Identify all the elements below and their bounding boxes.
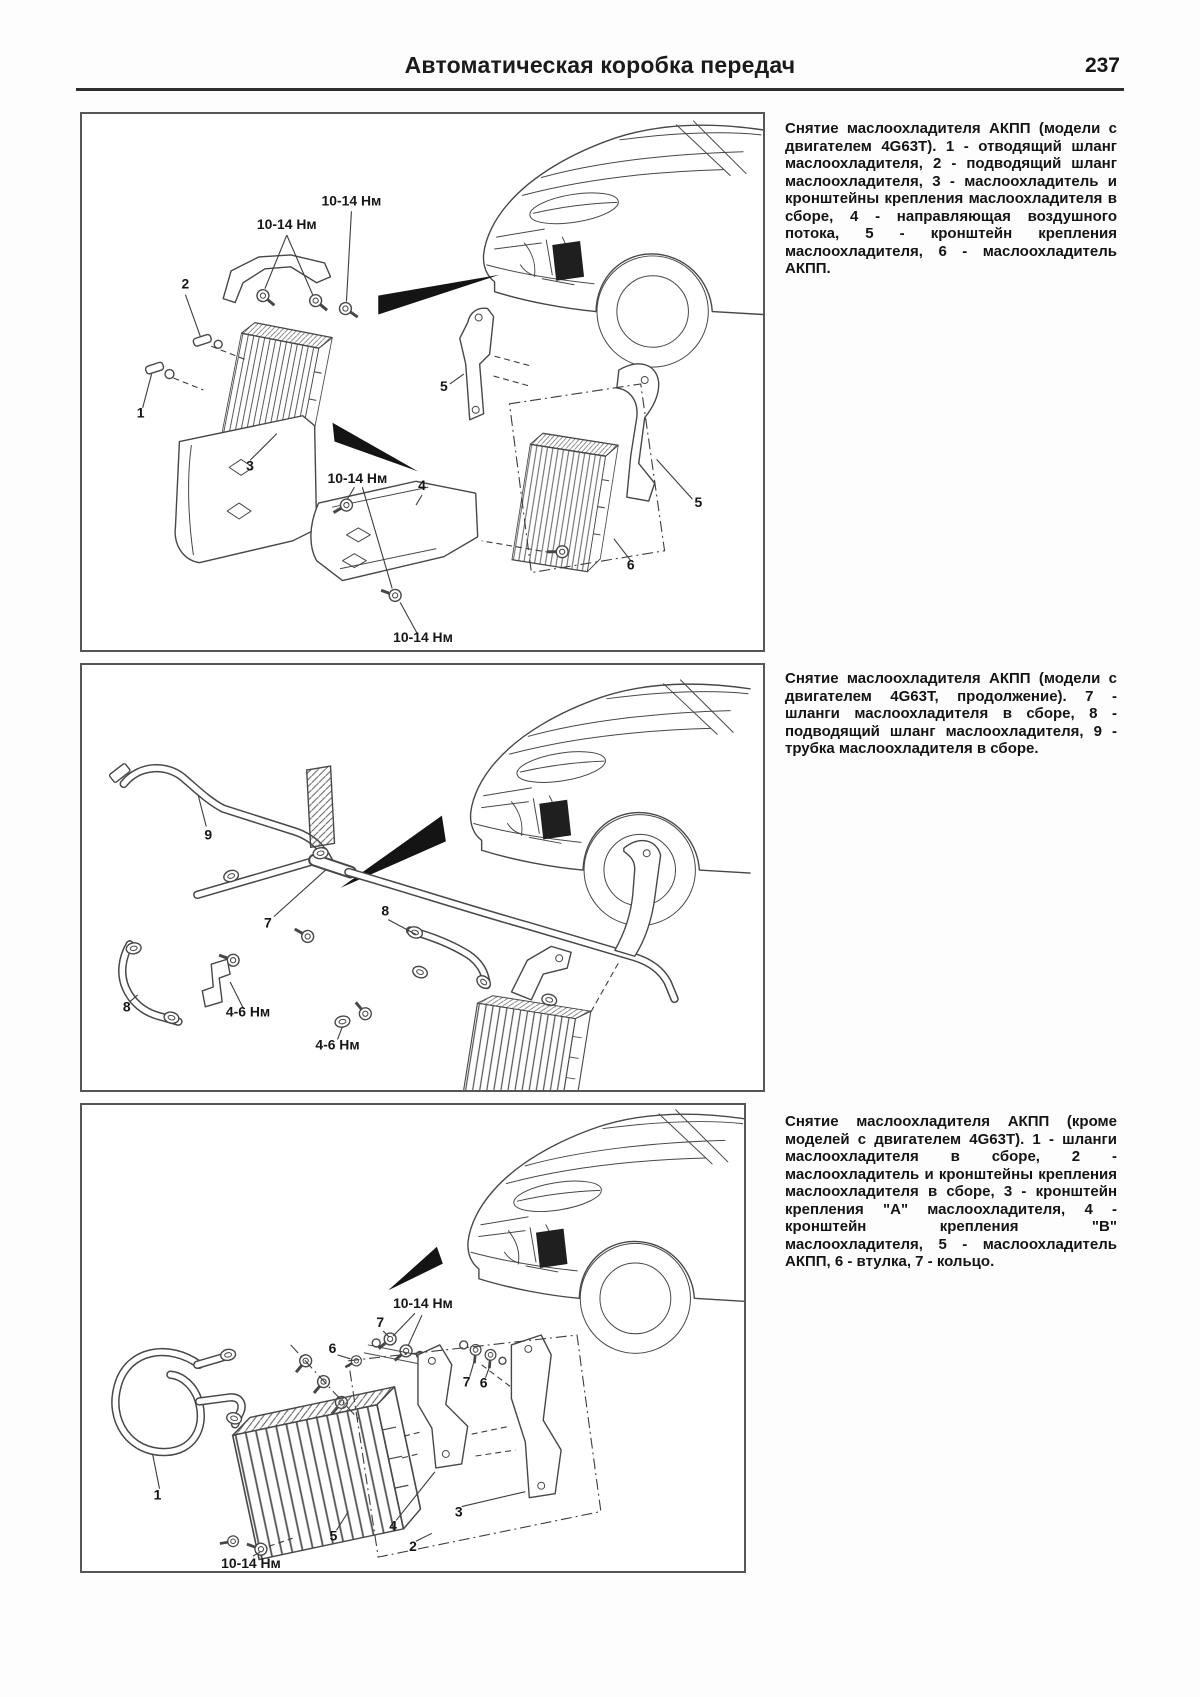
washer (498, 1356, 507, 1365)
figure-caption-1: Снятие маслоохладителя АКПП (модели с дв… (785, 120, 1117, 277)
diagram-label: 7 (264, 915, 272, 931)
diagram-oil-cooler-removal-1: 10-14 Нм 10-14 Нм 2 1 3 5 10-14 Нм 4 5 6 10-14 Нм (137, 120, 763, 645)
bolt (253, 285, 280, 312)
diagram-label: 6 (627, 557, 635, 573)
bolt (307, 1371, 334, 1399)
leader-lines (152, 1312, 526, 1557)
bracket (459, 307, 495, 421)
diagram-label: 3 (455, 1503, 463, 1519)
figure-caption-2: Снятие маслоохладителя АКПП (модели с дв… (785, 670, 1117, 757)
hose-fitting (144, 361, 165, 375)
bracket (614, 839, 662, 957)
cooler-and-brackets (217, 1334, 602, 1561)
diagram-label: 7 (376, 1314, 384, 1330)
diagram-label: 6 (329, 1340, 337, 1356)
cooler-assembly-left (144, 254, 363, 564)
diagram-label: 1 (154, 1487, 162, 1503)
diagram-label: 10-14 Нм (328, 470, 388, 486)
diagram-label: 10-14 Нм (257, 216, 317, 232)
diagram-label: 4 (389, 1517, 397, 1533)
bracket (616, 363, 660, 502)
figure-caption-3: Снятие маслоохладителя АКПП (кроме модел… (785, 1113, 1117, 1270)
location-arrow (388, 1246, 443, 1291)
diagram-label: 1 (137, 405, 145, 421)
diagram-label: 4 (418, 477, 426, 493)
page-title: Автоматическая коробка передач (404, 52, 796, 78)
cooler-assembly-right (459, 307, 666, 574)
hose-bracket (201, 958, 231, 1008)
leader-lines (142, 211, 693, 634)
bolt (217, 1533, 241, 1551)
hose-assembly (108, 763, 679, 1030)
diagram-label: 10-14 Нм (322, 192, 382, 208)
diagram-label: 10-14 Нм (393, 629, 453, 645)
diagram-label: 2 (182, 276, 190, 292)
location-arrow (378, 274, 500, 315)
diagram-label: 7 (463, 1374, 471, 1390)
header-row: Автоматическая коробка передач 237 (80, 52, 1120, 79)
diagram-label: 2 (409, 1538, 417, 1554)
bolt (377, 583, 405, 605)
diagram-label: 8 (381, 903, 389, 919)
location-arrow (332, 422, 419, 472)
bolt (341, 1352, 365, 1373)
diagram-label: 4-6 Нм (226, 1004, 270, 1020)
washer (164, 368, 175, 380)
diagram-label: 6 (480, 1375, 488, 1391)
hose-fitting (192, 333, 212, 347)
bolt (305, 290, 333, 317)
wrapped-hose (305, 765, 336, 849)
air-guide-panel (310, 480, 479, 582)
diagram-label: 9 (204, 826, 212, 842)
diagram-label: 5 (440, 378, 448, 394)
diagram-label: 8 (123, 999, 131, 1015)
bolt (349, 997, 376, 1024)
diagram-label: 5 (330, 1527, 338, 1543)
tube-fitting (108, 763, 131, 783)
hose-loop-assembly (111, 1347, 246, 1457)
figure-box-2: 9 7 8 8 4-6 Нм 4-6 Нм (80, 663, 765, 1092)
diagram-label: 5 (695, 494, 703, 510)
cooler-assembly (462, 839, 662, 1090)
air-guide-panel (174, 415, 318, 564)
oil-cooler (462, 992, 592, 1090)
washer (213, 339, 223, 349)
bolt (290, 922, 318, 947)
bracket-a (417, 1344, 469, 1469)
bolt (290, 1350, 316, 1378)
leader-lines (129, 795, 417, 1040)
page-number: 237 (1084, 54, 1120, 77)
car-front-sketch (469, 679, 751, 927)
car-front-sketch (467, 1109, 744, 1355)
location-arrow (340, 815, 446, 888)
diagram-label: 10-14 Нм (393, 1295, 453, 1311)
car-front-sketch (482, 120, 763, 368)
oil-cooler (228, 1386, 425, 1561)
clamp (410, 963, 430, 981)
clamp (473, 972, 494, 992)
clamp (219, 1347, 238, 1363)
figure-box-1: 10-14 Нм 10-14 Нм 2 1 3 5 10-14 Нм 4 5 6 10-14 Нм (80, 112, 765, 652)
bracket-b (510, 1334, 562, 1499)
diagram-label: 10-14 Нм (221, 1555, 281, 1571)
diagram-label: 3 (246, 457, 254, 473)
washer (459, 1340, 469, 1350)
header-rule (76, 88, 1124, 91)
clamp (333, 1014, 352, 1030)
diagram-label: 4-6 Нм (315, 1036, 359, 1052)
diagram-oil-cooler-removal-2: 9 7 8 8 4-6 Нм 4-6 Нм (108, 679, 751, 1090)
bracket (510, 945, 572, 1001)
bolt (335, 298, 363, 324)
air-flow-guide (310, 480, 570, 605)
